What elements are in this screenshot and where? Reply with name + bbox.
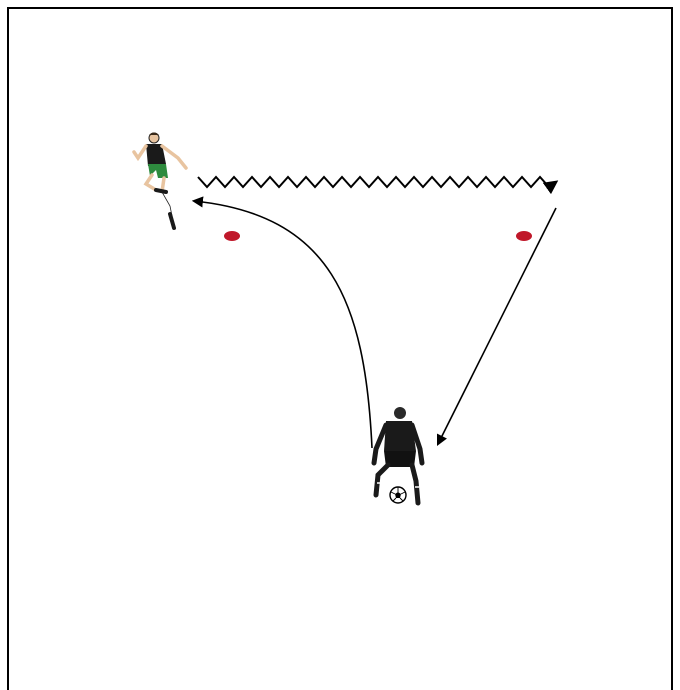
field-border — [8, 8, 672, 690]
ball — [390, 487, 406, 503]
cone-left — [224, 231, 240, 241]
cone-right — [516, 231, 532, 241]
